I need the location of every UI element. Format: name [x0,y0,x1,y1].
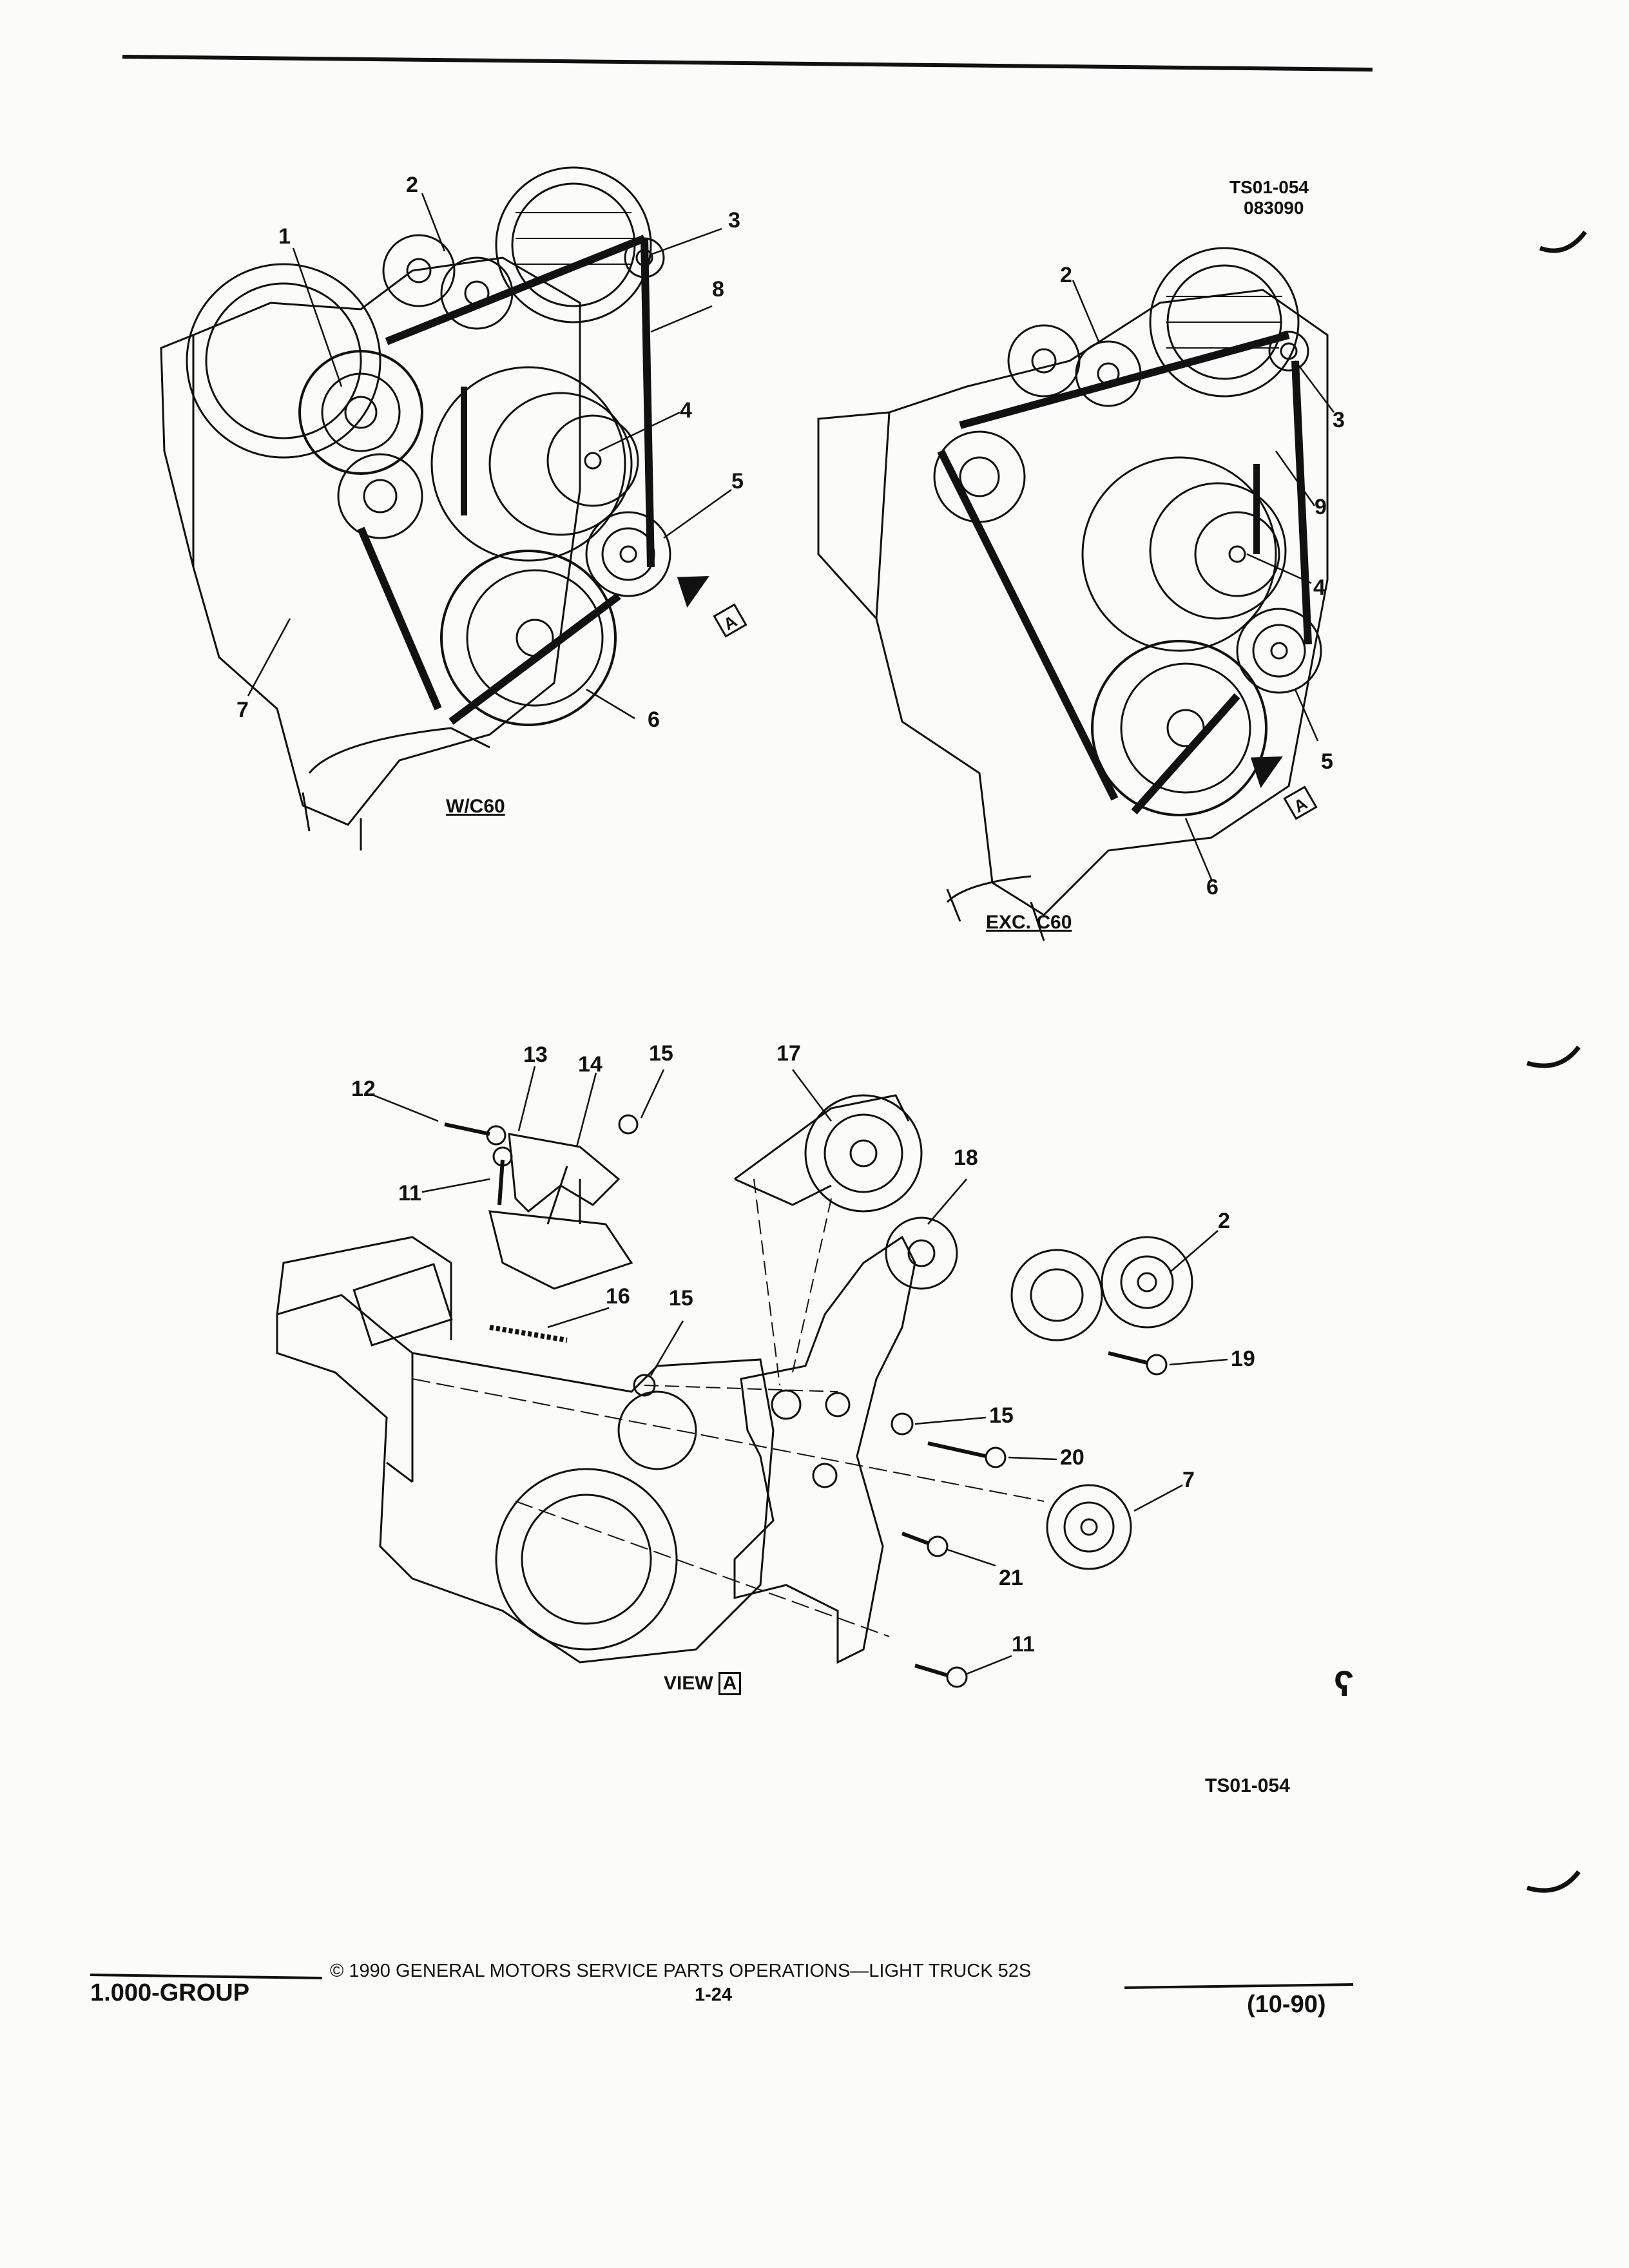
footer-copyright: © 1990 GENERAL MOTORS SERVICE PARTS OPER… [330,1961,1032,1981]
callout-label: 12 [351,1077,376,1101]
footer-group: 1.000-GROUP [90,1979,250,2006]
margin-mark [1526,1045,1581,1068]
callout-label: 6 [1206,875,1219,899]
callout-label: 21 [999,1566,1023,1590]
callout-label: 6 [648,707,660,732]
callout-label: 15 [989,1403,1014,1428]
figure-code-bottom: TS01-054 [1205,1775,1290,1796]
footer-revision: (10-90) [1247,1991,1326,2018]
figure-code-top: TS01-054 [1229,177,1309,197]
callout-label: 2 [406,173,418,197]
callout-label: 14 [578,1052,602,1077]
callout-label: 3 [1333,408,1345,432]
footer-rule-left [90,1974,323,1979]
callout-label: 11 [398,1181,421,1206]
callout-label: 11 [1012,1632,1035,1657]
margin-mark [1539,230,1587,253]
callout-label: 19 [1231,1347,1255,1371]
callout-label: 5 [731,469,744,494]
callout-label: 17 [776,1041,801,1066]
callout-label: 16 [606,1284,630,1309]
view-caption-w-c60: W/C60 [446,796,505,817]
callout-label: 2 [1060,263,1072,287]
figure-date-code: 083090 [1244,198,1304,218]
callout-label: 1 [278,224,291,249]
view-caption-exc-c60: EXC. C60 [986,912,1072,933]
callout-label: 3 [728,208,740,233]
view-a-caption-text: VIEW [664,1673,713,1694]
engine-view-except-c60: A [817,247,1335,941]
callout-label: 7 [1182,1468,1195,1492]
callout-label: 7 [236,698,249,722]
footer-page-number: 1-24 [695,1984,733,2005]
top-rule [122,55,1373,72]
marginal-mark: ʕ [1334,1663,1354,1704]
callout-label: 4 [1313,575,1325,600]
callout-label: 9 [1315,495,1327,519]
callout-label: 4 [680,398,692,423]
callout-label: 18 [954,1146,978,1170]
callout-label: 13 [523,1043,548,1067]
callout-label: 15 [649,1041,673,1066]
view-a-box: A [718,1672,742,1695]
callout-label: 15 [669,1286,693,1311]
callout-label: 2 [1218,1209,1230,1233]
callout-label: 20 [1060,1445,1084,1470]
callout-label: 8 [712,277,724,302]
margin-mark [1526,1870,1581,1893]
footer-rule-right [1124,1983,1354,1989]
engine-view-with-c60: A [160,166,747,850]
exploded-bracket-view [276,1066,1228,1688]
callout-label: 5 [1321,749,1333,774]
